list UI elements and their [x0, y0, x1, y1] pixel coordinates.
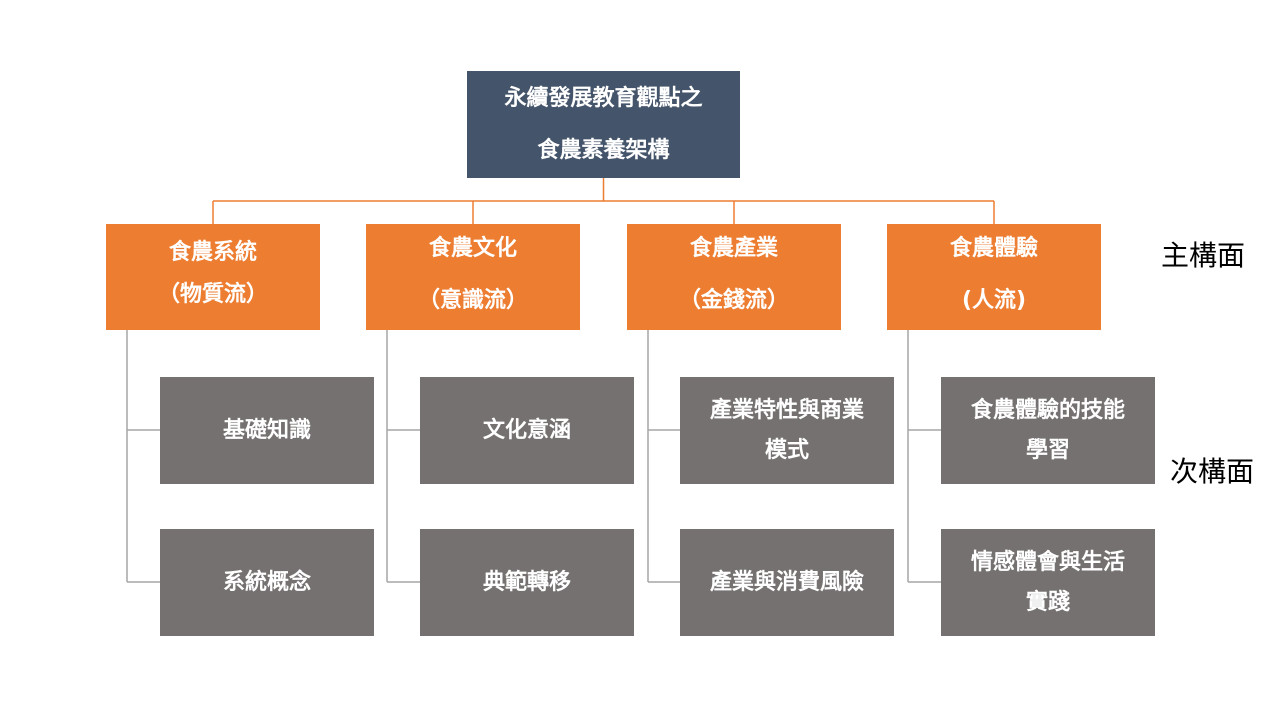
root-title-line2: 食農素養架構	[537, 137, 670, 163]
main-node-subtitle: （物質流）	[157, 282, 268, 307]
sub-node: 典範轉移	[420, 529, 634, 636]
main-node-food-system: 食農系統 （物質流）	[106, 224, 320, 330]
main-node-title: 食農產業	[689, 236, 778, 261]
sub-node: 食農體驗的技能 學習	[941, 377, 1155, 484]
main-node-title: 食農文化	[428, 236, 517, 261]
main-node-subtitle: （金錢流）	[678, 288, 789, 313]
sub-node: 產業特性與商業 模式	[680, 377, 894, 484]
tier-label-main: 主構面	[1161, 239, 1246, 272]
root-title-line1: 永續發展教育觀點之	[504, 85, 703, 111]
sub-node-label: 產業特性與商業	[709, 397, 864, 423]
main-node-food-culture: 食農文化 （意識流）	[366, 224, 580, 330]
sub-node-label-line2: 模式	[764, 437, 809, 463]
sub-node-label: 基礎知識	[222, 417, 311, 443]
tier-label-sub: 次構面	[1170, 455, 1255, 488]
sub-node-label: 食農體驗的技能	[970, 397, 1125, 423]
main-node-subtitle: (人流)	[961, 288, 1027, 313]
main-node-title: 食農體驗	[949, 236, 1038, 261]
main-node-title: 食農系統	[168, 240, 257, 265]
main-node-food-experience: 食農體驗 (人流)	[887, 224, 1101, 330]
main-node-food-industry: 食農產業 （金錢流）	[627, 224, 841, 330]
sub-node-label-line2: 實踐	[1025, 589, 1070, 615]
sub-node-label: 系統概念	[222, 569, 311, 595]
sub-node: 系統概念	[160, 529, 374, 636]
sub-node: 文化意涵	[420, 377, 634, 484]
sub-node-label: 文化意涵	[482, 417, 571, 443]
sub-node-label: 情感體會與生活	[970, 549, 1125, 575]
sub-node: 產業與消費風險	[680, 529, 894, 636]
sub-node-label: 產業與消費風險	[709, 569, 864, 595]
main-node-subtitle: （意識流）	[417, 288, 528, 313]
sub-node-label: 典範轉移	[482, 569, 571, 595]
sub-node-label-line2: 學習	[1025, 437, 1070, 463]
root-node: 永續發展教育觀點之 食農素養架構	[467, 71, 740, 178]
sub-node: 情感體會與生活 實踐	[941, 529, 1155, 636]
sub-node: 基礎知識	[160, 377, 374, 484]
